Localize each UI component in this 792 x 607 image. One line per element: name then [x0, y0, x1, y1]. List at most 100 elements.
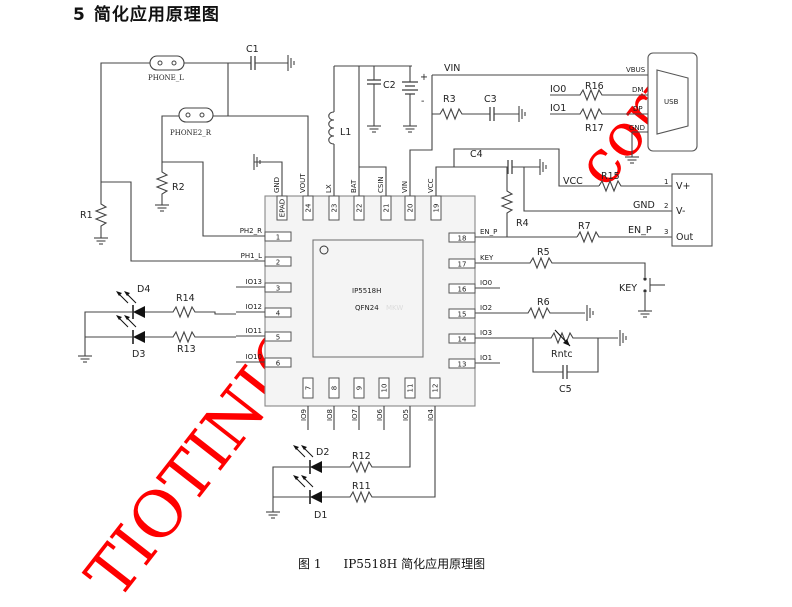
right-pin-signal: IO1	[480, 354, 492, 362]
left-pin-signal: IO11	[246, 327, 262, 335]
resistor-r6: R6	[500, 297, 594, 322]
ic-left-pin: 4 IO12	[236, 303, 292, 318]
usb-label: USB	[664, 98, 679, 106]
d3-label: D3	[132, 349, 145, 360]
top-pin-signal: GND	[273, 177, 281, 193]
bottom-pin-signal: IO8	[326, 409, 334, 421]
top-pin-signal: BAT	[350, 179, 358, 193]
bottom-pin-number: 7	[305, 386, 313, 390]
r14-label: R14	[176, 293, 195, 304]
bottom-pin-number: 9	[356, 386, 364, 390]
figure-number: 图 1	[298, 557, 322, 571]
io1-net-label: IO1	[550, 103, 566, 114]
battery-plus: +	[420, 72, 428, 83]
r4-label: R4	[516, 218, 529, 229]
left-pin-number: 5	[276, 334, 280, 342]
d2-label: D2	[316, 447, 329, 458]
conn-pin-3-num: 3	[664, 228, 668, 236]
resistor-r7: R7	[576, 221, 672, 244]
l1-label: L1	[340, 127, 351, 138]
chip-faint-mark: MKW	[386, 304, 403, 312]
left-pin-signal: PH1_L	[241, 252, 262, 260]
top-pin-signal: VOUT	[299, 173, 307, 193]
conn-pin-2-num: 2	[664, 202, 668, 210]
ic-top-pin: VCC 19	[427, 175, 442, 221]
chip-package: QFN24	[355, 304, 379, 312]
usb-pin-gnd: GND	[629, 124, 645, 132]
usb-pin-vbus: VBUS	[626, 66, 646, 74]
ic-top-pin: BAT 22	[350, 175, 365, 221]
figure-title: IP5518H 简化应用原理图	[343, 557, 486, 571]
left-pin-number: 1	[276, 234, 280, 242]
right-pin-number: 14	[458, 336, 467, 344]
vin-net-label: VIN	[444, 63, 460, 74]
battery: + -	[402, 66, 428, 133]
right-pin-number: 15	[458, 311, 467, 319]
capacitor-c2: C2	[366, 66, 396, 133]
top-pin-signal: LX	[325, 184, 333, 193]
top-pin-signal: VIN	[401, 181, 409, 193]
vcc-net-label: VCC	[563, 176, 583, 187]
bottom-pin-signal: IO4	[427, 408, 435, 421]
left-pin-signal: IO12	[246, 303, 262, 311]
left-pin-number: 2	[276, 259, 280, 267]
resistor-r11: R11	[322, 430, 436, 504]
resistor-r4: R4	[500, 167, 529, 237]
right-pin-number: 17	[458, 261, 467, 269]
ic-right-pin: 14 IO3	[448, 329, 500, 344]
capacitor-c4: C4	[470, 149, 547, 176]
gnd-net-label: GND	[633, 200, 655, 211]
top-pin-number: 24	[305, 203, 313, 212]
capacitor-c1: C1	[246, 44, 295, 72]
bottom-pin-number: 10	[381, 384, 389, 393]
left-pin-signal: PH2_R	[240, 227, 262, 235]
top-pin-number: 22	[356, 204, 364, 213]
ic-left-pin: 2 PH1_L	[236, 252, 292, 267]
en-p-net-label: EN_P	[628, 225, 652, 236]
top-pin-number: 23	[331, 204, 339, 213]
ic-left-pin: 5 IO11	[236, 327, 292, 342]
left-pin-signal: IO13	[246, 278, 262, 286]
led-d1: D1	[293, 475, 327, 521]
phone-r-label: PHONE2_R	[170, 129, 212, 137]
thermistor-rntc: Rntc	[500, 329, 627, 373]
io0-net-label: IO0	[550, 84, 566, 95]
r7-label: R7	[578, 221, 591, 232]
top-pin-signal: VCC	[427, 178, 435, 193]
top-pin-number: EPAD	[279, 199, 287, 217]
bottom-pin-signal: IO5	[402, 409, 410, 421]
r1-label: R1	[80, 210, 93, 221]
r6-label: R6	[537, 297, 550, 308]
left-pin-number: 4	[276, 310, 281, 318]
figure-caption: 图 1 IP5518H 简化应用原理图	[298, 556, 485, 572]
section-title: 简化应用原理图	[93, 5, 220, 25]
resistor-r13: R13	[145, 330, 236, 355]
d1-label: D1	[314, 510, 327, 521]
ic-top-pin: VOUT 24	[299, 173, 314, 221]
bottom-pin-signal: IO9	[300, 409, 308, 421]
r3-label: R3	[443, 94, 456, 105]
d4-label: D4	[137, 284, 150, 295]
right-pin-signal: KEY	[480, 254, 494, 262]
bottom-pin-number: 12	[432, 384, 440, 393]
top-pin-number: 19	[433, 204, 441, 213]
capacitor-c3: C3	[484, 94, 526, 123]
right-pin-signal: IO3	[480, 329, 492, 337]
